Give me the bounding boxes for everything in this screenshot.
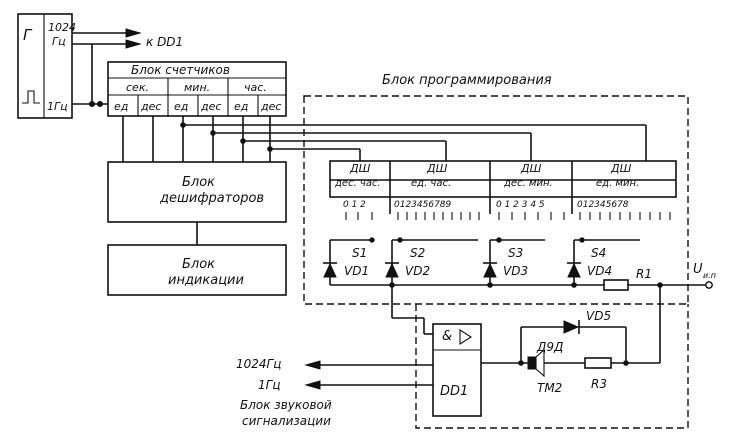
- resistor-r3: [584, 357, 612, 369]
- counter-cell-sec-tens: дес: [140, 100, 161, 113]
- input-1024hz-label: 1024Гц: [236, 357, 281, 371]
- gate-dd1: [432, 323, 482, 417]
- diode-vd5: VD5: [563, 309, 627, 363]
- diode-vd1: VD1: [323, 262, 369, 278]
- resistor-r1-label: R1: [636, 267, 652, 281]
- alarm-block: & DD1 1024Гц 1Гц Блок звуковой сигнализа…: [236, 285, 689, 429]
- alarm-caption-line2: сигнализации: [242, 414, 331, 428]
- decoder-block: Блок дешифраторов: [107, 161, 287, 245]
- generator-outputs: к DD1: [72, 28, 183, 107]
- alarm-caption-line1: Блок звуковой: [240, 398, 332, 412]
- decoder-block-line1: Блок: [182, 175, 215, 190]
- decoder-hour-units-name: ДШ: [426, 162, 448, 175]
- decoder-min-units-digits: 012345678: [577, 200, 629, 210]
- diode-vd3: VD3: [483, 262, 528, 278]
- generator: Г 1024 Гц 1Гц: [17, 13, 76, 119]
- switch-s4-label: S4: [591, 246, 606, 260]
- diode-vd3-label: VD3: [503, 264, 528, 278]
- diode-vd5-label: VD5: [586, 309, 611, 323]
- supply-terminal: [705, 281, 713, 289]
- counter-cell-min-tens: дес: [200, 100, 221, 113]
- decoder-hour-units-digits: 0123456789: [394, 200, 452, 210]
- counter-cell-min-units: ед: [174, 100, 188, 113]
- diode-vd2: VD2: [385, 262, 430, 278]
- emitter-label: ТМ2: [537, 381, 562, 395]
- switch-s1-label: S1: [352, 246, 367, 260]
- counter-group-sec: сек.: [126, 81, 149, 94]
- diode-vd4: VD4: [567, 262, 612, 278]
- emitter-tm2: ТМ2: [527, 348, 585, 395]
- counter-decoder-bus: [122, 116, 647, 162]
- programming-block: Блок программирования ДШ дес. час. 0 1 2…: [303, 73, 716, 305]
- generator-box: [17, 13, 73, 119]
- decoder-hour-tens-digits: 0 1 2: [343, 200, 366, 210]
- diode-vd1-label: VD1: [344, 264, 369, 278]
- decoder-min-tens-digits: 0 1 2 3 4 5: [496, 200, 545, 210]
- supply-label: U: [693, 262, 703, 277]
- decoder-block-line2: дешифраторов: [159, 191, 264, 206]
- switch-s2-label: S2: [410, 246, 425, 260]
- resistor-r1: [603, 279, 629, 291]
- generator-symbol: Г: [23, 26, 33, 44]
- decoder-hour-tens-name: ДШ: [349, 162, 371, 175]
- input-1hz-label: 1Гц: [258, 378, 281, 392]
- counter-block-title: Блок счетчиков: [131, 63, 230, 77]
- freq-high-label: 1024: [48, 21, 76, 34]
- programming-block-title: Блок программирования: [382, 73, 552, 88]
- gate-name: DD1: [440, 384, 468, 399]
- to-dd1-label: к DD1: [146, 35, 183, 49]
- indication-block: Блок индикации: [107, 244, 287, 296]
- decoder-min-units-name: ДШ: [610, 162, 632, 175]
- programming-block-border: [303, 95, 689, 305]
- decoder-hour-units-sub: ед. час.: [411, 178, 451, 189]
- counter-cell-hour-units: ед: [234, 100, 248, 113]
- diode-vd4-label: VD4: [587, 264, 612, 278]
- counter-cell-hour-tens: дес: [260, 100, 281, 113]
- diode-type-label: Д9Д: [536, 340, 563, 354]
- freq-high-unit: Гц: [52, 35, 66, 48]
- indication-block-line1: Блок: [182, 257, 215, 272]
- decoder-pin-ticks: [345, 212, 671, 220]
- alarm-block-border: [415, 304, 689, 429]
- decoder-min-tens-sub: дес. мин.: [503, 178, 553, 189]
- supply-sub-label: и.п: [703, 271, 716, 280]
- switch-s3-label: S3: [508, 246, 523, 260]
- resistor-r3-label: R3: [591, 377, 607, 391]
- counter-block: Блок счетчиков сек. мин. час. ед дес ед …: [107, 61, 287, 117]
- freq-low-label: 1Гц: [47, 100, 68, 113]
- decoder-row: [329, 160, 677, 198]
- diode-vd2-label: VD2: [405, 264, 430, 278]
- counter-group-min: мин.: [184, 81, 210, 94]
- counter-group-hour: час.: [244, 81, 267, 94]
- counter-cell-sec-units: ед: [114, 100, 128, 113]
- gate-symbol: &: [442, 329, 452, 344]
- indication-block-line2: индикации: [168, 273, 244, 288]
- decoder-hour-tens-sub: дес. час.: [334, 178, 381, 189]
- decoder-min-units-sub: ед. мин.: [596, 178, 639, 189]
- decoder-min-tens-name: ДШ: [520, 162, 542, 175]
